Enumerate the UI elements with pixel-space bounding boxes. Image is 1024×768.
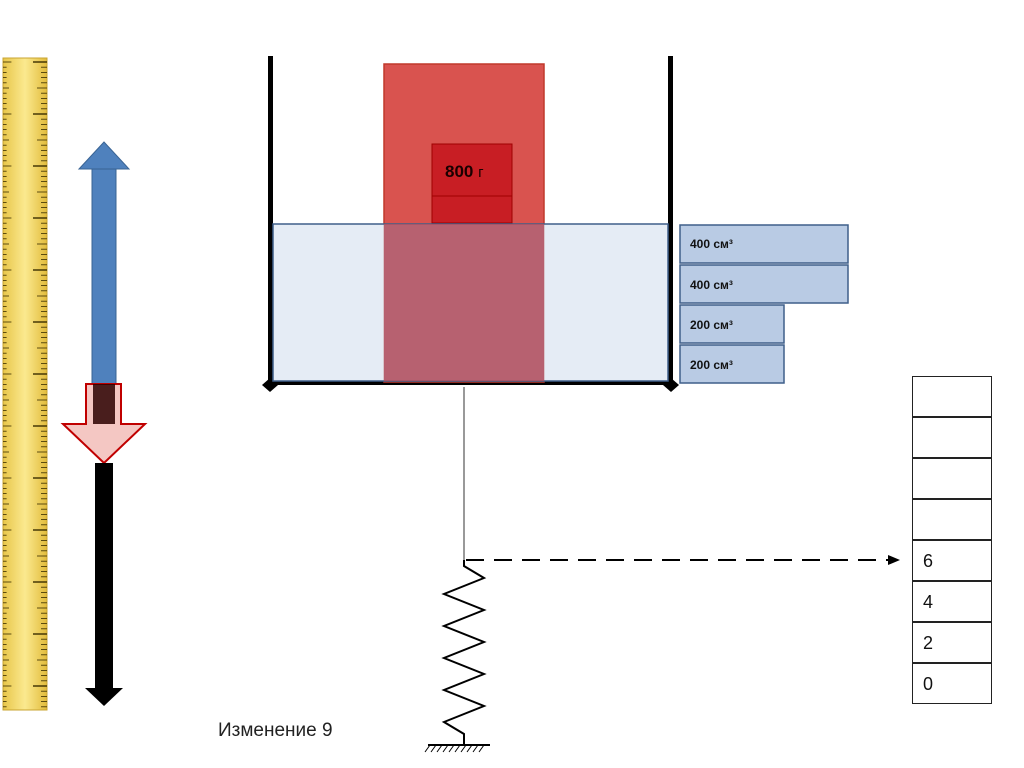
ruler-ticks [3, 61, 47, 708]
hatch-line [472, 744, 479, 753]
hatch-line [442, 744, 449, 753]
ruler [2, 57, 48, 711]
ground-hatch-icon [424, 744, 490, 753]
black-arrow-icon [85, 463, 123, 706]
hatch-line [478, 744, 485, 753]
caption: Изменение 9 [218, 720, 333, 741]
hatch-line [460, 744, 467, 753]
scale-cell [912, 458, 992, 499]
arrow-down-icon [60, 383, 148, 465]
hatch-line [454, 744, 461, 753]
scale-cell [912, 376, 992, 417]
scale-cell: 6 [912, 540, 992, 581]
scale-cell: 2 [912, 622, 992, 663]
scale-cell [912, 499, 992, 540]
hatch-line [430, 744, 437, 753]
pointer-line [466, 555, 900, 565]
hatch-line [424, 744, 431, 753]
arrow-up-icon [77, 141, 131, 385]
hatch-line [466, 744, 473, 753]
volume-blocks [679, 224, 849, 384]
hatch-line [436, 744, 443, 753]
hatch-line [448, 744, 455, 753]
scale-cell: 0 [912, 663, 992, 704]
scale-cell [912, 417, 992, 458]
spring-icon [441, 560, 487, 745]
scale-cell: 4 [912, 581, 992, 622]
water [272, 223, 669, 382]
